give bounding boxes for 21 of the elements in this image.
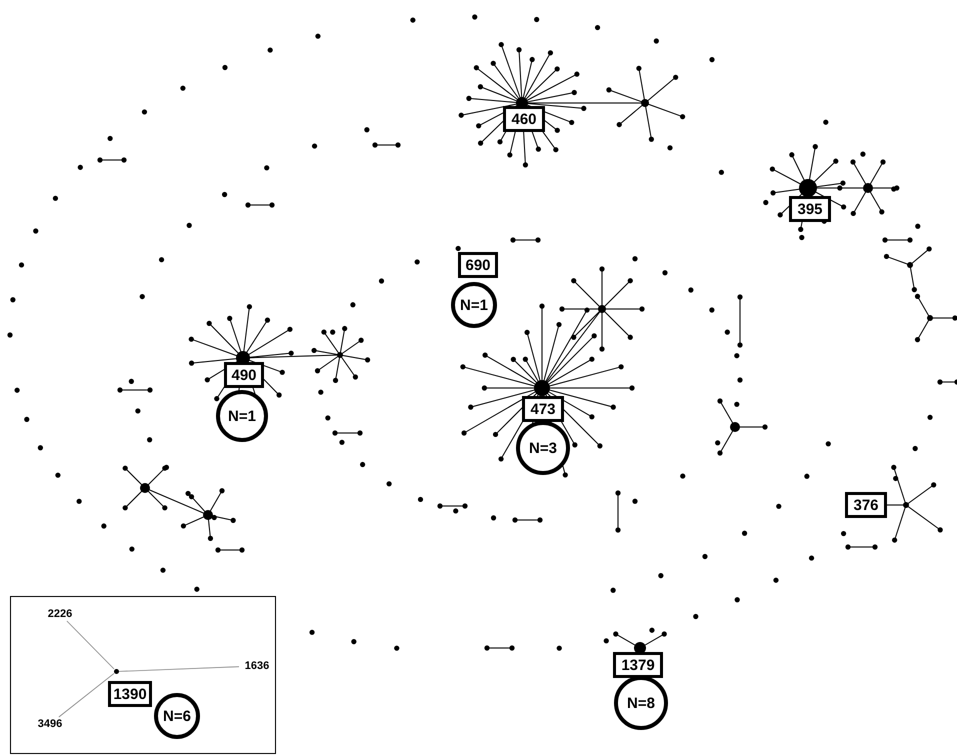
label-box: 460 (503, 106, 545, 132)
connector-line (66, 620, 114, 670)
count-circle: N=3 (516, 421, 570, 475)
label-box: 690 (458, 252, 498, 278)
count-circle: N=1 (216, 390, 268, 442)
inset-panel (10, 596, 276, 754)
count-circle: N=8 (614, 676, 668, 730)
label-box: 376 (845, 492, 887, 518)
label-box: 395 (789, 196, 831, 222)
count-circle: N=6 (154, 693, 200, 739)
connector-line (58, 673, 114, 718)
label-box: 490 (224, 362, 264, 388)
count-circle: N=1 (451, 282, 497, 328)
node-label: 3496 (33, 717, 67, 731)
label-box: 473 (522, 396, 564, 422)
connector-line (118, 666, 240, 672)
node-label: 1636 (239, 659, 275, 673)
node-label: 2226 (43, 607, 77, 621)
label-box: 1379 (613, 652, 663, 678)
label-box: 1390 (108, 681, 152, 707)
junction-dot (114, 669, 119, 674)
